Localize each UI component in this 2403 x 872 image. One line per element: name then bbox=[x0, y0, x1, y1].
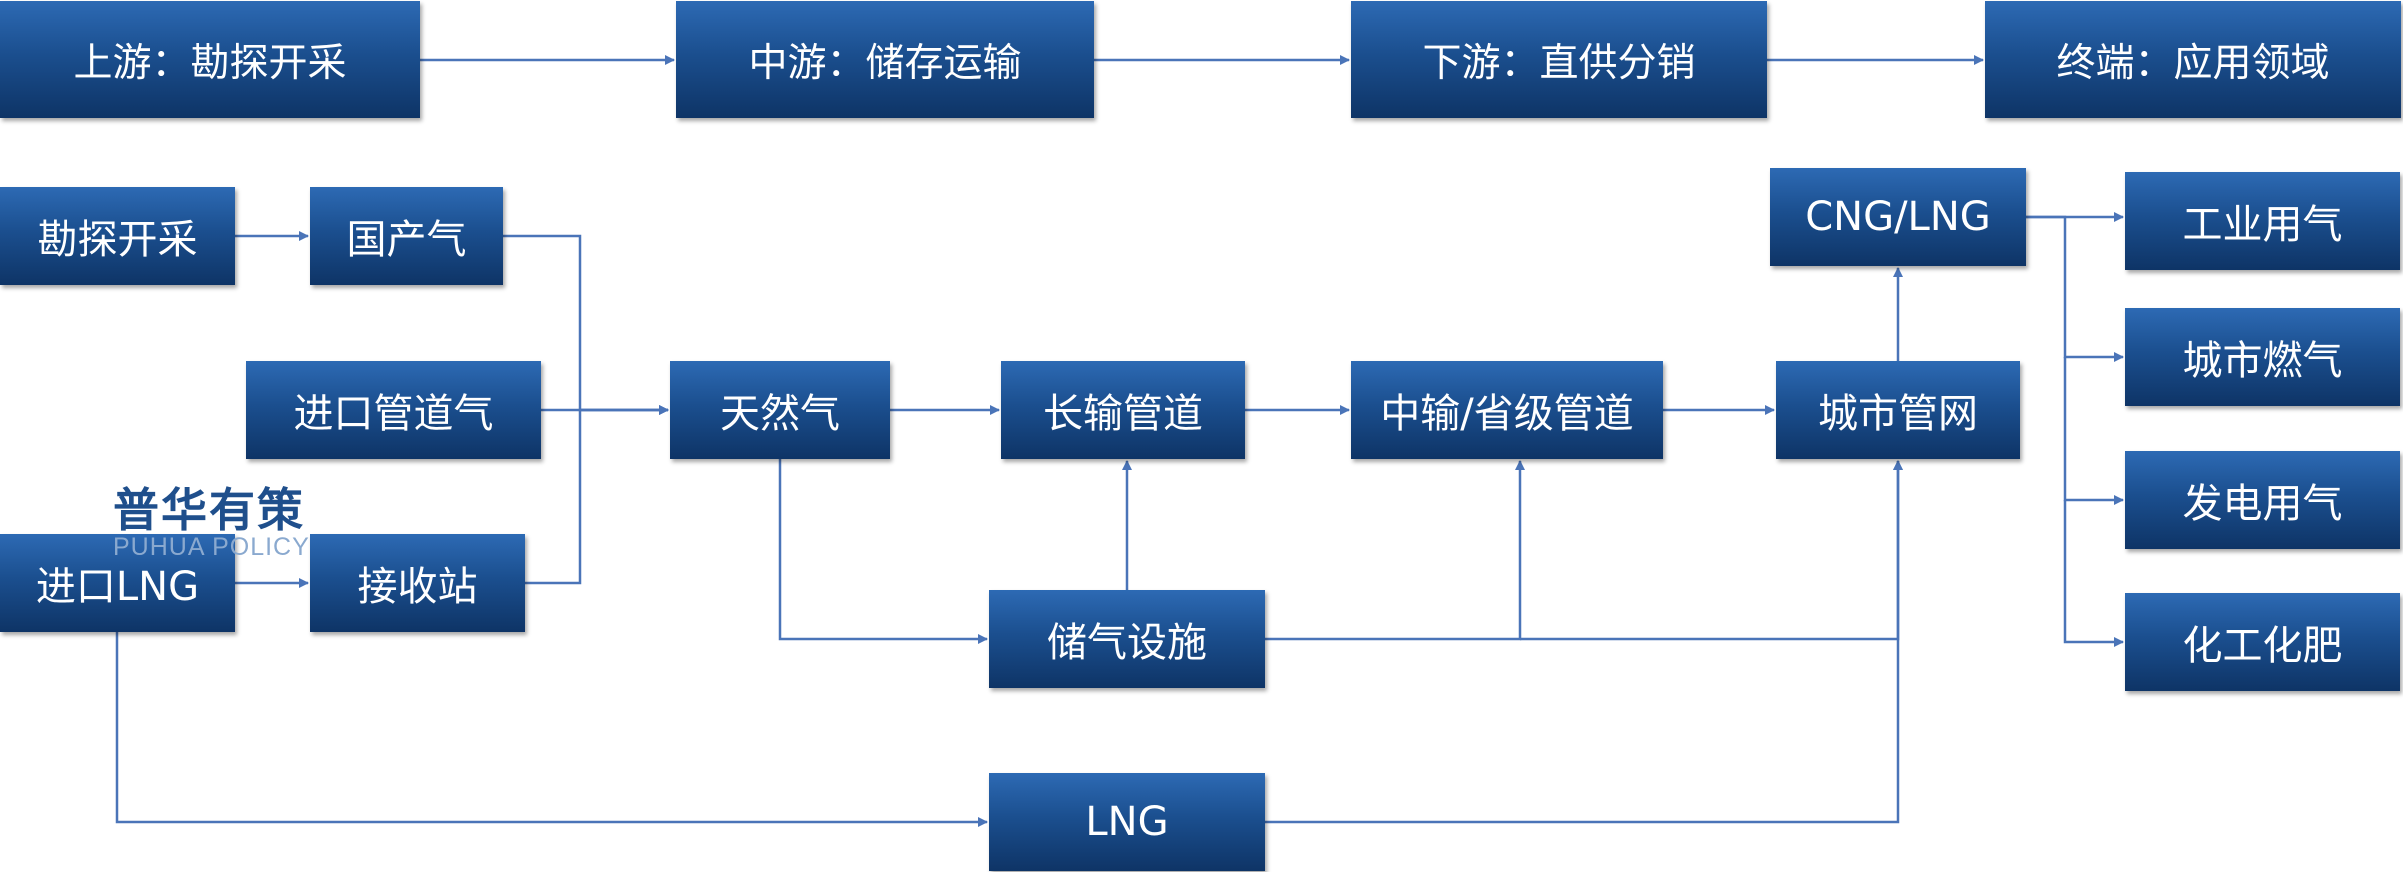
node-city-network: 城市管网 bbox=[1776, 361, 2020, 459]
node-power-gas: 发电用气 bbox=[2125, 451, 2400, 549]
edge-cng-lng-to-chemical bbox=[2063, 500, 2124, 647]
node-provincial-pipeline: 中输/省级管道 bbox=[1351, 361, 1663, 459]
watermark-logo-subtext: PUHUA POLICY bbox=[113, 533, 310, 561]
edge-storage-to-city-network bbox=[1520, 460, 1903, 641]
stage-header-upstream: 上游：勘探开采 bbox=[0, 1, 420, 118]
node-exploration: 勘探开采 bbox=[0, 187, 235, 285]
watermark-logo-text: 普华有策 bbox=[113, 483, 305, 537]
node-storage: 储气设施 bbox=[989, 590, 1265, 688]
edge-cng-lng-to-city-gas bbox=[2026, 215, 2124, 362]
node-city-gas: 城市燃气 bbox=[2125, 308, 2400, 406]
node-cng-lng: CNG/LNG bbox=[1770, 168, 2026, 266]
stage-header-terminal: 终端：应用领域 bbox=[1985, 1, 2401, 118]
node-domestic-gas: 国产气 bbox=[310, 187, 503, 285]
edge-cng-lng-to-power-gas bbox=[2063, 357, 2124, 505]
edge-storage-to-provincial-pipeline bbox=[1265, 460, 1525, 641]
node-long-pipeline: 长输管道 bbox=[1001, 361, 1245, 459]
stage-header-midstream: 中游：储存运输 bbox=[676, 1, 1094, 118]
edge-receiving-station-to-natural-gas bbox=[525, 405, 669, 585]
node-receiving-station: 接收站 bbox=[310, 534, 525, 632]
edge-natural-gas-to-storage bbox=[778, 459, 988, 644]
edge-lng-to-city-network bbox=[1265, 460, 1903, 824]
node-chemical: 化工化肥 bbox=[2125, 593, 2400, 691]
stage-header-downstream: 下游：直供分销 bbox=[1351, 1, 1767, 118]
node-import-lng: 进口LNG bbox=[0, 534, 235, 632]
node-pipeline-import: 进口管道气 bbox=[246, 361, 541, 459]
node-industrial: 工业用气 bbox=[2125, 172, 2400, 270]
node-lng: LNG bbox=[989, 773, 1265, 871]
node-natural-gas: 天然气 bbox=[670, 361, 890, 459]
edge-import-lng-to-lng bbox=[115, 632, 988, 827]
